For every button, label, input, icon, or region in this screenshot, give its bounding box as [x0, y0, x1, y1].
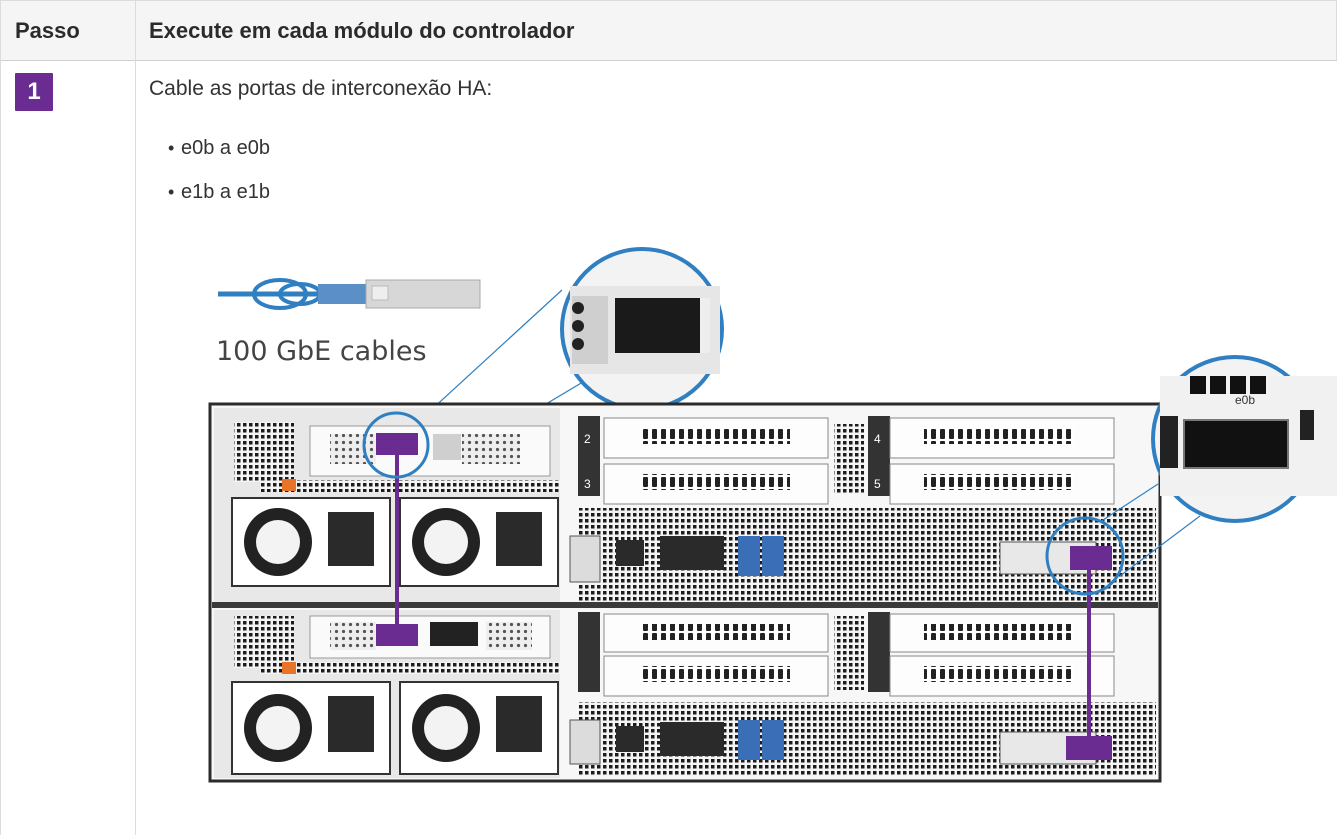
zoom-callout-upper — [560, 247, 724, 411]
callout-line — [1119, 515, 1201, 577]
zoom-callout-right — [1151, 355, 1337, 523]
slot-label: 3 — [584, 477, 591, 491]
table-header-row — [0, 0, 1337, 60]
step-number-badge: 1 — [15, 73, 53, 111]
callout-line — [1099, 483, 1159, 523]
header-action: Execute em cada módulo do controlador — [149, 18, 575, 43]
step-instruction: Cable as portas de interconexão HA: — [149, 77, 493, 100]
slot-label: 2 — [584, 432, 591, 446]
cable-label: 100 GbE cables — [216, 336, 427, 367]
header-step: Passo — [15, 18, 80, 43]
port-list: e0b a e0b e1b a e1b — [168, 138, 270, 226]
table-border-top — [0, 0, 1337, 1]
callout-marker — [362, 411, 430, 479]
port-pair-item: e0b a e0b — [168, 138, 270, 158]
cable-icon — [218, 278, 481, 310]
slot-label: 5 — [874, 477, 881, 491]
port-pair-item: e1b a e1b — [168, 182, 270, 202]
storage-chassis — [208, 402, 1162, 783]
slot-label: 4 — [874, 432, 881, 446]
cabling-diagram: 100 GbE cables — [208, 247, 1337, 783]
port-label-e0b: e0b — [1235, 393, 1255, 407]
table-header-divider — [0, 60, 1337, 61]
table-column-divider — [135, 0, 136, 835]
table-border-left — [0, 0, 1, 835]
callout-marker — [1045, 516, 1125, 596]
